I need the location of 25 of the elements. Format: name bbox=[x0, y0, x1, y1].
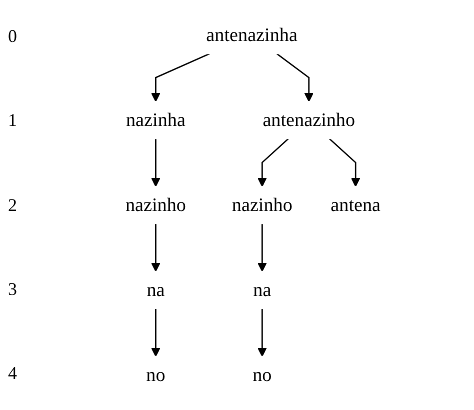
node-text: antenazinho bbox=[262, 108, 356, 130]
arrow bbox=[151, 308, 160, 357]
arrow bbox=[151, 224, 160, 272]
node-text: antena bbox=[330, 194, 381, 216]
node-text: nazinho bbox=[125, 194, 186, 216]
tree-diagram: antenazinha nazinha antenazinho nazinho nazinho antena na na no no bbox=[40, 8, 466, 402]
node-text: na bbox=[253, 278, 272, 300]
arrow bbox=[276, 53, 314, 102]
arrow bbox=[151, 53, 210, 102]
arrow bbox=[328, 138, 360, 187]
level-number: 1 bbox=[8, 110, 17, 132]
node-text: nazinho bbox=[232, 194, 292, 216]
arrow bbox=[258, 308, 267, 357]
level-number: 3 bbox=[8, 278, 17, 300]
node-text: no bbox=[146, 364, 166, 386]
node-text: na bbox=[146, 278, 165, 300]
arrow bbox=[258, 224, 267, 272]
node-text: no bbox=[252, 364, 272, 386]
arrow bbox=[151, 138, 160, 187]
level-number: 4 bbox=[8, 363, 17, 384]
arrow bbox=[258, 138, 289, 187]
level-number: 0 bbox=[8, 26, 17, 47]
node-text: antenazinha bbox=[206, 24, 298, 46]
level-number: 2 bbox=[8, 194, 17, 216]
node-text: nazinha bbox=[126, 108, 186, 130]
